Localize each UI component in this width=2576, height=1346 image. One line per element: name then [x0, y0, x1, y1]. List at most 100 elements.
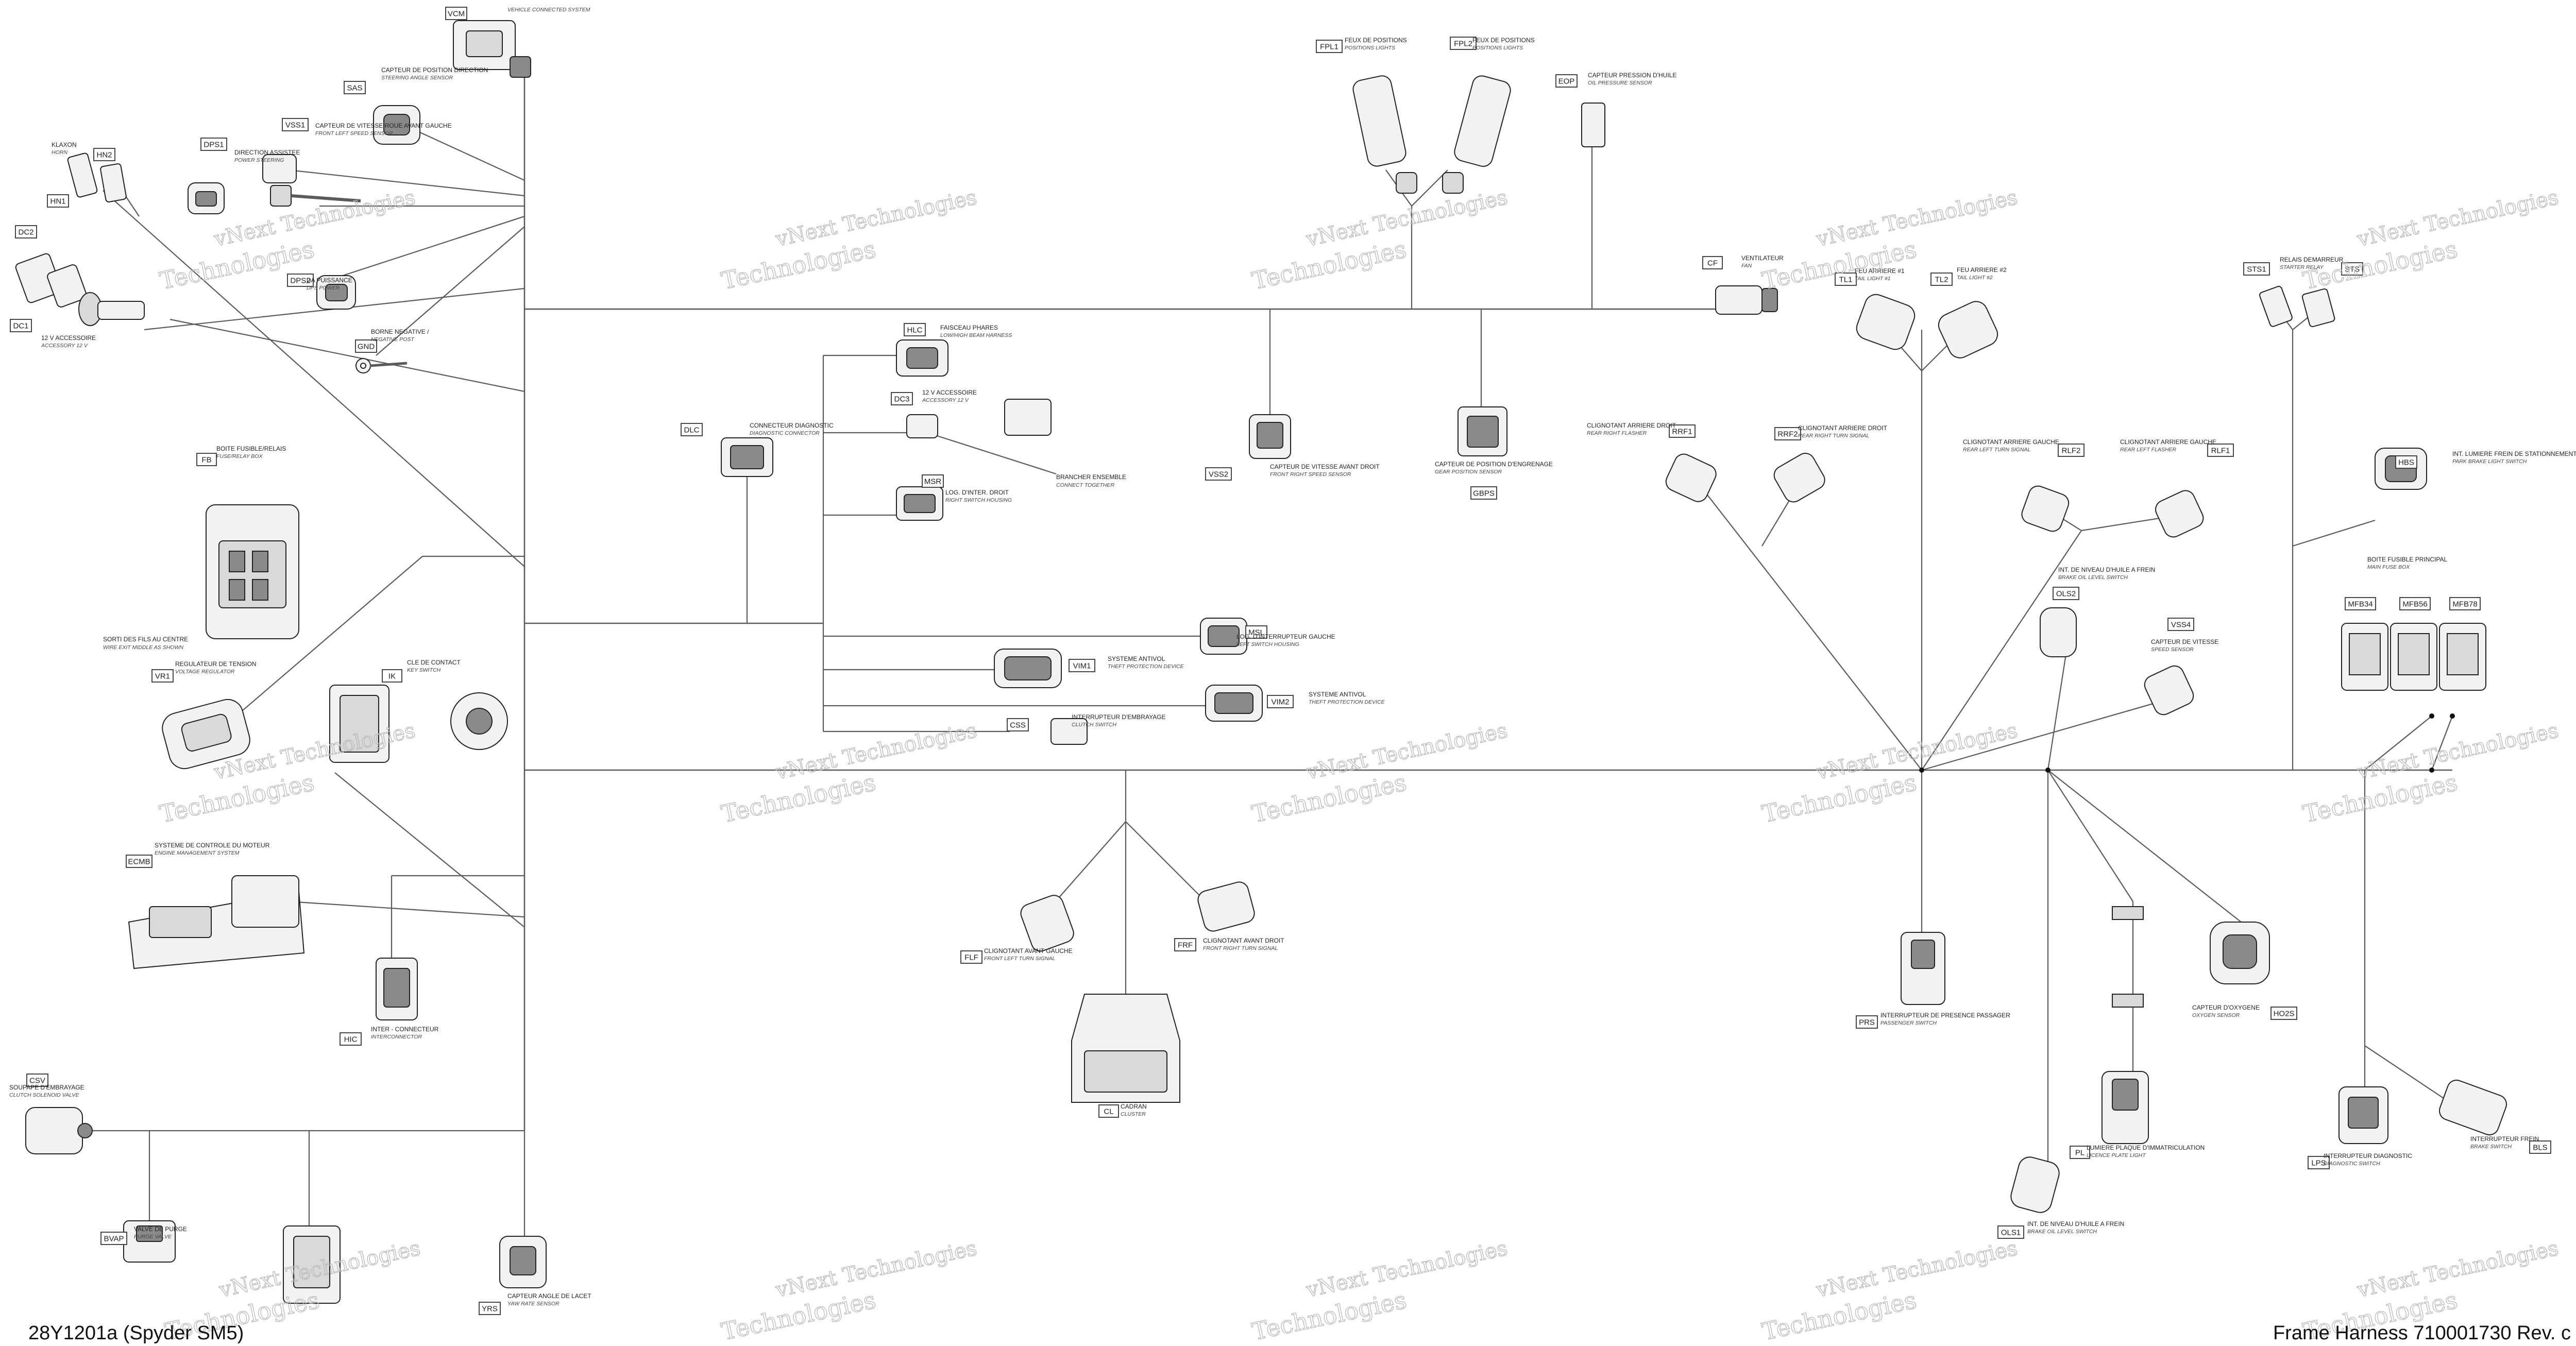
component-code: VCM [448, 10, 465, 19]
desc-fr: VENTILATEUR [1741, 254, 1784, 262]
desc-fr: CAPTEUR PRESSION D'HUILE [1588, 72, 1676, 79]
label-msr: MSR [922, 474, 944, 488]
component-code: TL2 [1935, 276, 1948, 284]
desc-en: BRAKE OIL LEVEL SWITCH [2027, 1229, 2097, 1235]
mfb-connectors [2341, 623, 2486, 691]
ho2s-connector [2210, 922, 2270, 984]
desc-fr: CAPTEUR ANGLE DE LACET [507, 1292, 591, 1300]
cl-cluster-connector [1071, 994, 1180, 1103]
desc-en: POWER STEERING [234, 157, 284, 163]
desc-fr: CLIGNOTANT ARRIERE DROIT [1587, 422, 1676, 429]
label-hn1: HN1 [47, 194, 69, 208]
label-box [960, 950, 982, 964]
label-box [1555, 74, 1578, 88]
desc-fr: INTERRUPTEUR D'EMBRAYAGE [1072, 713, 1166, 721]
desc-fr: FAISCEAU PHARES [940, 324, 998, 331]
component-code: CSV [29, 1077, 45, 1085]
dps1-connector [188, 182, 225, 214]
desc-fr: FEUX DE POSITIONS [1472, 37, 1535, 44]
msr-connector [896, 486, 943, 521]
desc-fr: RELAIS DEMARREUR [2280, 256, 2344, 263]
label-box [1245, 625, 1267, 639]
label-fpl2: FPL2 [1450, 37, 1477, 50]
label-box [1835, 272, 1857, 286]
desc-en: REAR LEFT FLASHER [2120, 447, 2177, 453]
label-box [15, 225, 37, 238]
label-dps2: DPS2 [287, 274, 314, 287]
sts-connectors [2259, 285, 2335, 327]
junction-dots [1919, 713, 2455, 773]
desc-fr: CAPTEUR D'OXYGENE [2192, 1004, 2260, 1011]
label-tl1: TL1 [1835, 272, 1857, 286]
label-box [47, 194, 69, 208]
component-code: CL [1104, 1108, 1113, 1116]
desc-fr: CLIGNOTANT ARRIERE GAUCHE [2120, 438, 2216, 446]
component-code: TL1 [1839, 276, 1853, 284]
desc-fr: DIRECTION ASSISTEE [234, 149, 300, 156]
prs-connector [1901, 932, 1945, 1005]
footer-harness-title: Frame Harness 710001730 Rev. c [2273, 1322, 2571, 1344]
label-gnd: GND [355, 339, 377, 353]
label-box [2399, 597, 2431, 610]
component-code: RRF2 [1777, 430, 1798, 439]
label-box [200, 138, 227, 151]
label-css: CSS [1007, 718, 1029, 731]
pl-connector [2102, 1071, 2149, 1144]
label-bvap: BVAP [100, 1232, 127, 1245]
label-box [2058, 444, 2084, 457]
desc-fr: INTERRUPTEUR FREIN [2470, 1135, 2539, 1143]
desc-fr: BORNE NEGATIVE / [371, 328, 429, 335]
label-eop: EOP [1555, 74, 1578, 88]
component-code: DLC [684, 426, 699, 435]
label-box [1007, 718, 1029, 731]
component-code: STS [2345, 265, 2360, 274]
label-tl2: TL2 [1930, 272, 1953, 286]
rrf1-connector [1665, 453, 1717, 502]
desc-prs: INTERRUPTEUR DE PRESENCE PASSAGERPASSENG… [1880, 1012, 2010, 1026]
desc-en: THEFT PROTECTION DEVICE [1309, 699, 1385, 705]
fuse-relay-box [206, 504, 299, 639]
desc-en: RIGHT SWITCH HOUSING [945, 497, 1012, 503]
desc-en: BRAKE OIL LEVEL SWITCH [2058, 574, 2128, 581]
label-box [2449, 597, 2481, 610]
svg-text:WIRE EXIT MIDDLE AS SHOWN: WIRE EXIT MIDDLE AS SHOWN [103, 644, 183, 651]
desc-en: YAW RATE SENSOR [507, 1301, 560, 1307]
label-box [26, 1074, 48, 1087]
desc-fr: INT. DE NIVEAU D'HUILE A FREIN [2058, 566, 2155, 573]
label-dc2: DC2 [15, 225, 37, 238]
label-box [2308, 1156, 2330, 1169]
dc-connector [15, 253, 145, 326]
label-vim1: VIM1 [1069, 659, 1095, 672]
component-code: YRS [482, 1305, 498, 1314]
yrs-connector [499, 1236, 547, 1288]
desc-en: LOW/HIGH BEAM HARNESS [940, 332, 1012, 338]
bottom-connector [283, 1225, 341, 1304]
desc-fr: CLIGNOTANT ARRIERE GAUCHE [1963, 438, 2059, 446]
label-ecmb: ECMB [126, 855, 152, 868]
ecm-module [128, 875, 305, 969]
wire-exit-note: SORTI DES FILS AU CENTRE WIRE EXIT MIDDL… [103, 636, 188, 651]
footer-drawing-number: 28Y1201a (Spyder SM5) [28, 1322, 244, 1344]
msl-connector [1200, 618, 1247, 655]
hlc-connector [896, 339, 948, 377]
label-box [382, 669, 402, 683]
css-connector [1050, 718, 1088, 745]
label-box [2345, 597, 2376, 610]
label-box [1267, 695, 1294, 708]
desc-fr: VALVE DE PURGE [134, 1225, 187, 1233]
desc-en: THEFT PROTECTION DEVICE [1108, 663, 1184, 670]
label-box [1470, 486, 1497, 500]
desc-en: OIL PRESSURE SENSOR [1588, 80, 1652, 86]
